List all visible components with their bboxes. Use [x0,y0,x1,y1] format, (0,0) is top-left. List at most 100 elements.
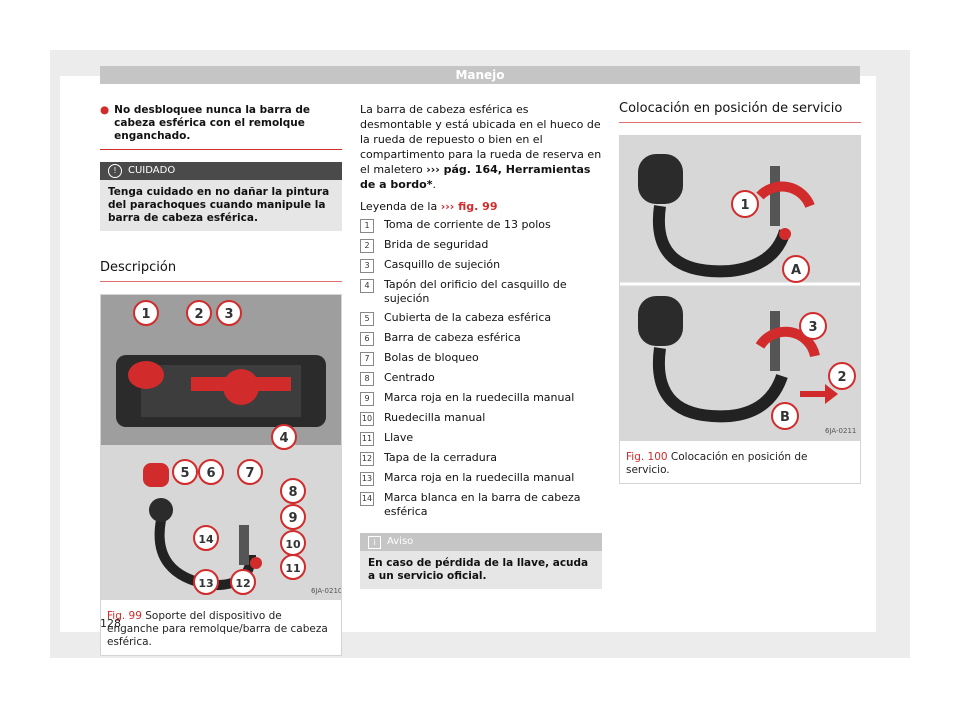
legend-number: 11 [360,432,374,446]
callout-3: 3 [216,300,242,326]
figure-99-code: 6JA-0210 [311,587,341,595]
svg-text:11: 11 [285,562,300,575]
callout-1: 1 [133,300,159,326]
legend-number: 7 [360,352,374,366]
figure-99-ref: Fig. 99 [107,610,142,622]
legend-prefix: Leyenda de la [360,200,438,213]
note-text: En caso de pérdida de la llave, acuda a … [368,557,589,582]
legend-text: Tapa de la cerradura [384,451,498,464]
legend-item: 9 Marca roja en la ruedecilla manual [360,391,602,406]
callout-9: 9 [280,504,306,530]
callout-B: B [771,402,799,430]
svg-text:7: 7 [245,466,254,481]
right-column: Colocación en posición de servicio 6JA-0… [619,102,861,484]
legend-number: 3 [360,259,374,273]
legend-text: Marca blanca en la barra de cabeza esfér… [384,491,581,518]
legend-number: 5 [360,312,374,326]
page-number: 128 [100,617,121,630]
caution-text: Tenga cuidado en no dañar la pintura del… [108,186,330,224]
callout-4: 4 [271,424,297,450]
legend-link[interactable]: ››› fig. 99 [440,200,498,213]
figure-99-image: 6JA-0210 1 2 3 4 5 6 7 8 9 10 11 12 13 1… [101,295,342,600]
callout-14: 14 [193,525,219,551]
caution-box: ! CUIDADO Tenga cuidado en no dañar la p… [100,162,342,231]
legend-number: 6 [360,332,374,346]
legend-number: 14 [360,492,374,506]
figure-100-ref: Fig. 100 [626,451,668,463]
intro-link[interactable]: ››› pág. 164, Herramientas de a bordo* [360,163,591,191]
legend-item: 7 Bolas de bloqueo [360,351,602,366]
svg-text:2: 2 [837,370,846,385]
callout-12: 12 [230,569,256,595]
svg-text:6: 6 [206,466,215,481]
legend-number: 12 [360,452,374,466]
caution-label: CUIDADO [128,165,176,176]
figure-99: 6JA-0210 1 2 3 4 5 6 7 8 9 10 11 12 13 1… [100,294,342,656]
svg-text:13: 13 [198,577,213,590]
legend-item: 2 Brida de seguridad [360,238,602,253]
legend-item: 14 Marca blanca en la barra de cabeza esf… [360,491,602,519]
legend-text: Barra de cabeza esférica [384,331,521,344]
callout-1: 1 [731,190,759,218]
legend-item: 6 Barra de cabeza esférica [360,331,602,346]
legend-number: 2 [360,239,374,253]
legend-number: 1 [360,219,374,233]
middle-column: La barra de cabeza esférica es desmontab… [360,102,602,589]
figure-100-code: 6JA-0211 [825,427,856,435]
figure-100-caption: Fig. 100 Colocación en posición de servi… [620,445,860,483]
page-header: Manejo [100,66,860,84]
legend-number: 13 [360,472,374,486]
figure-100-image: 6JA-0211 1 A 3 2 B [620,136,860,441]
note-label: Aviso [387,536,414,547]
legend-item: 1 Toma de corriente de 13 polos [360,218,602,233]
legend-text: Ruedecilla manual [384,411,486,424]
legend-item: 4 Tapón del orificio del casquillo de suj… [360,278,602,306]
figure-99-caption-text: Soporte del dispositivo de enganche para… [107,610,328,648]
callout-10: 10 [280,530,306,556]
intro-paragraph: La barra de cabeza esférica es desmontab… [360,103,602,191]
svg-text:B: B [780,410,790,425]
svg-text:4: 4 [279,431,288,446]
svg-text:10: 10 [285,538,301,551]
legend-text: Bolas de bloqueo [384,351,479,364]
callout-7: 7 [237,459,263,485]
note-header: i Aviso [360,533,602,551]
svg-text:5: 5 [180,466,189,481]
legend-item: 12 Tapa de la cerradura [360,451,602,466]
legend-number: 4 [360,279,374,293]
callout-A: A [782,255,810,283]
svg-text:2: 2 [194,307,203,322]
bullet-icon: ● [100,104,110,116]
svg-text:9: 9 [288,511,297,526]
legend-item: 5 Cubierta de la cabeza esférica [360,311,602,326]
svg-text:1: 1 [141,307,150,322]
info-icon: i [368,535,381,549]
callout-8: 8 [280,478,306,504]
legend-text: Toma de corriente de 13 polos [384,218,551,231]
legend-number: 9 [360,392,374,406]
svg-text:3: 3 [224,307,233,322]
intro-text: La barra de cabeza esférica es desmontab… [360,103,602,176]
legend-text: Tapón del orificio del casquillo de suje… [384,278,567,305]
note-box: i Aviso En caso de pérdida de la llave, … [360,533,602,589]
legend-text: Brida de seguridad [384,238,489,251]
legend-list: 1 Toma de corriente de 13 polos 2 Brida de … [360,218,602,519]
legend-text: Marca roja en la ruedecilla manual [384,471,575,484]
caution-icon: ! [108,164,122,178]
caution-header: ! CUIDADO [100,162,342,180]
legend-text: Cubierta de la cabeza esférica [384,311,552,324]
svg-text:14: 14 [198,533,214,546]
legend-text: Llave [384,431,414,444]
callout-13: 13 [193,569,219,595]
svg-text:12: 12 [235,577,250,590]
callout-5: 5 [172,459,198,485]
left-column: ● No desbloquee nunca la barra de cabeza… [100,104,342,656]
figure-99-caption: Fig. 99 Soporte del dispositivo de engan… [101,604,341,655]
legend-text: Marca roja en la ruedecilla manual [384,391,575,404]
callout-3: 3 [799,312,827,340]
svg-text:3: 3 [808,320,817,335]
callout-2: 2 [828,362,856,390]
warning-bullet: ● No desbloquee nunca la barra de cabeza… [100,104,342,143]
